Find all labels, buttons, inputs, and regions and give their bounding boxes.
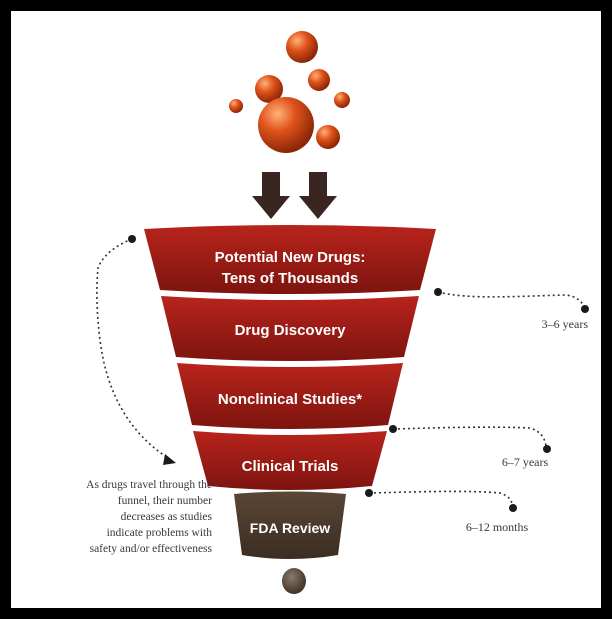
duration-label-3: 6–12 months <box>466 520 529 534</box>
note-line: indicate problems with <box>107 527 213 539</box>
connector-dot <box>389 425 397 433</box>
duration-label-2: 6–7 years <box>502 455 549 469</box>
funnel-stage-nonclinical: Nonclinical Studies* <box>177 363 403 429</box>
note-arrowhead-icon <box>163 454 176 465</box>
stage-label-review: FDA Review <box>250 520 331 536</box>
note-line: funnel, their number <box>118 495 212 507</box>
duration-connector-2 <box>392 426 547 447</box>
connector-dot <box>365 489 373 497</box>
connector-dot <box>434 288 442 296</box>
stage-label-clinical: Clinical Trials <box>242 458 339 475</box>
approved-drug-icon <box>282 568 306 594</box>
duration-label-1: 3–6 years <box>542 317 589 331</box>
funnel-note: As drugs travel through the funnel, thei… <box>86 479 212 555</box>
note-connector <box>96 238 169 459</box>
funnel-stage-clinical: Clinical Trials <box>193 431 387 490</box>
duration-connector-1 <box>437 291 585 307</box>
connector-dot <box>128 235 136 243</box>
stage-label-discovery: Drug Discovery <box>235 322 347 339</box>
stage-label-potential-line1: Potential New Drugs: <box>215 249 366 266</box>
duration-connector-3 <box>368 490 513 506</box>
connector-dot <box>543 445 551 453</box>
stage-label-potential-line2: Tens of Thousands <box>222 270 358 287</box>
down-arrows-icon <box>252 172 337 219</box>
note-line: safety and/or effectiveness <box>90 543 213 555</box>
drug-molecules-icon <box>229 31 350 153</box>
stage-label-nonclinical: Nonclinical Studies* <box>218 391 362 408</box>
funnel-stage-review: FDA Review <box>234 491 346 559</box>
funnel-stage-potential: Potential New Drugs: Tens of Thousands <box>144 225 436 294</box>
connector-dot <box>509 504 517 512</box>
funnel-stage-discovery: Drug Discovery <box>161 296 419 361</box>
note-line: decreases as studies <box>121 511 213 523</box>
connector-dot <box>581 305 589 313</box>
note-line: As drugs travel through the <box>86 479 212 491</box>
